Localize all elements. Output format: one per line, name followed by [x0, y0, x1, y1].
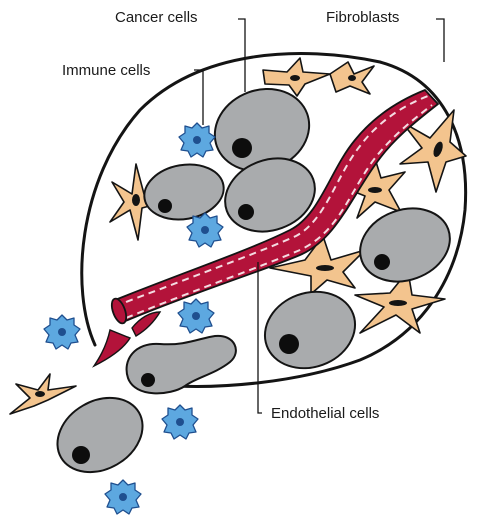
cancer-cell: [44, 383, 156, 487]
immune-cell: [105, 480, 141, 514]
cancer-cells-leader: [238, 19, 245, 92]
immune-cells-leader: [194, 70, 203, 125]
fibroblasts-leader: [436, 19, 444, 62]
cancer-cell: [140, 158, 228, 225]
fibroblast-cell: [10, 374, 76, 414]
immune-cell: [44, 315, 80, 349]
immune-cell: [187, 213, 223, 247]
cancer-cells-label: Cancer cells: [115, 9, 198, 27]
endothelial-cells-leader: [258, 262, 262, 413]
immune-cell: [162, 405, 198, 439]
immune-cell: [179, 123, 215, 157]
cancer-cell: [350, 196, 460, 293]
vessel-sprout: [94, 330, 130, 366]
fibroblasts-label: Fibroblasts: [326, 9, 399, 27]
immune-cell: [178, 299, 214, 333]
endothelial-cells-label: Endothelial cells: [271, 405, 379, 423]
fibroblast-cell: [330, 62, 374, 94]
immune-cells-label: Immune cells: [62, 62, 150, 80]
